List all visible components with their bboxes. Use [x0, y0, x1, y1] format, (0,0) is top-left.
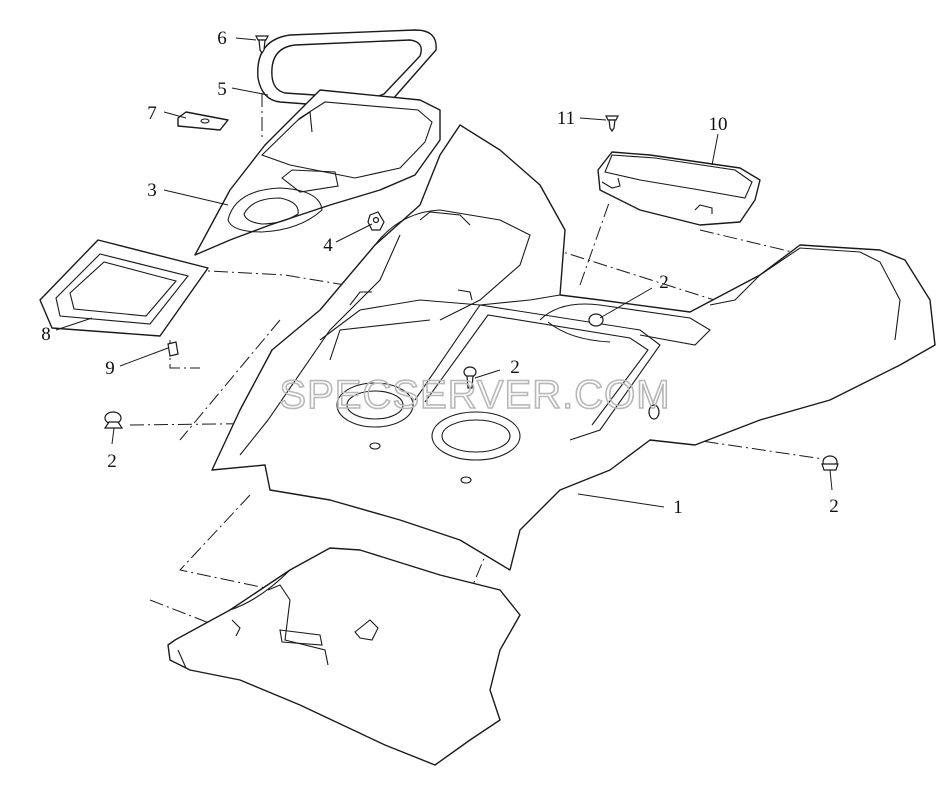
- part-6-screw: [255, 35, 269, 55]
- part-4-clip: [367, 211, 385, 231]
- callout-2a: 2: [107, 451, 117, 472]
- part-3-upper-console-cover: [194, 89, 441, 256]
- callout-6: 6: [217, 28, 227, 49]
- callout-5: 5: [217, 79, 227, 100]
- callout-labels: 6 5 7 3 4 8 9 2 2 2 2 1 11 10: [41, 28, 839, 518]
- part-2-bolt-right: [821, 455, 839, 471]
- part-11-screw: [605, 115, 619, 133]
- part-5-trim-ring: [257, 29, 437, 109]
- part-7-clip-plate: [177, 111, 229, 131]
- callout-4: 4: [323, 235, 333, 256]
- part-10-storage-box: [597, 151, 761, 226]
- callout-10: 10: [709, 114, 728, 135]
- part-2-bolt-left: [103, 411, 124, 429]
- part-2-grommet: [648, 404, 660, 420]
- part-1-floor-console: [211, 124, 936, 571]
- callout-7: 7: [147, 103, 157, 124]
- callout-2d: 2: [829, 496, 839, 517]
- callout-9: 9: [105, 358, 115, 379]
- lower-floor-panel: [167, 547, 521, 766]
- part-9-clip: [167, 341, 179, 357]
- leader-lines: [55, 37, 833, 508]
- part-2-bolt-upper: [588, 313, 604, 327]
- callout-8: 8: [41, 324, 51, 345]
- watermark: SPECSERVER.COM: [279, 373, 670, 417]
- part-8-storage-tray: [39, 239, 209, 337]
- callout-1: 1: [673, 497, 683, 518]
- callout-11: 11: [557, 108, 575, 129]
- callout-3: 3: [147, 180, 157, 201]
- callout-2c: 2: [659, 272, 669, 293]
- callout-2b: 2: [510, 357, 520, 378]
- part-2-bolt-center: [463, 366, 477, 389]
